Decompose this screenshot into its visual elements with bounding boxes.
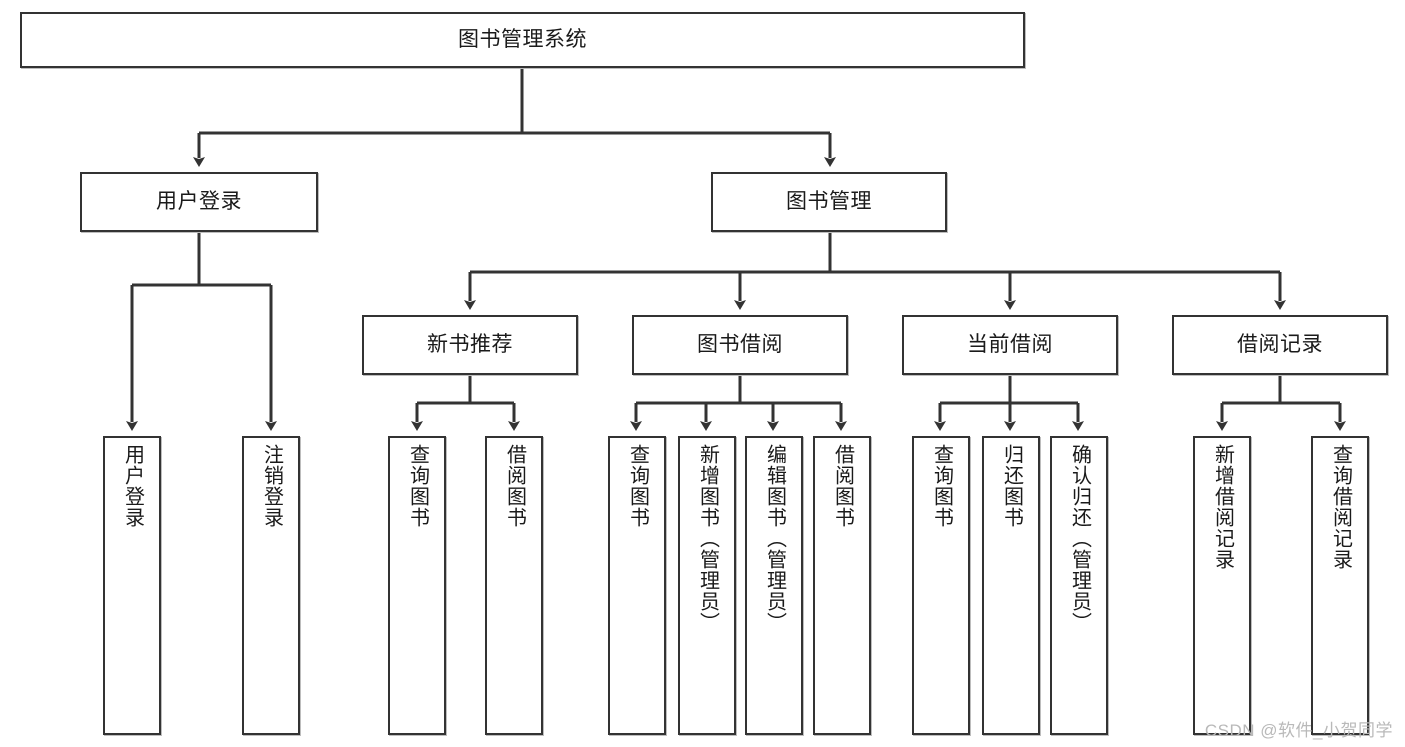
- node-leaf-borrow-book-2[interactable]: 借阅图书: [813, 436, 871, 735]
- node-leaf-edit-book-admin-label: 编辑图书（管理员）: [763, 444, 786, 633]
- node-leaf-edit-book-admin[interactable]: 编辑图书（管理员）: [745, 436, 803, 735]
- node-leaf-logout[interactable]: 注销登录: [242, 436, 300, 735]
- node-user-login[interactable]: 用户登录: [80, 172, 318, 232]
- node-book-manage[interactable]: 图书管理: [711, 172, 947, 232]
- node-leaf-confirm-return-admin-label: 确认归还（管理员）: [1068, 444, 1091, 633]
- node-new-book-rec-label: 新书推荐: [427, 332, 513, 356]
- node-borrow-record-label: 借阅记录: [1237, 332, 1323, 356]
- node-leaf-user-login-label: 用户登录: [121, 444, 144, 528]
- node-leaf-query-book-1-label: 查询图书: [406, 444, 429, 528]
- node-leaf-user-login[interactable]: 用户登录: [103, 436, 161, 735]
- node-leaf-query-book-3[interactable]: 查询图书: [912, 436, 970, 735]
- node-leaf-return-book-label: 归还图书: [1000, 444, 1023, 528]
- node-user-login-label: 用户登录: [156, 189, 242, 213]
- node-leaf-query-book-3-label: 查询图书: [930, 444, 953, 528]
- node-leaf-logout-label: 注销登录: [260, 444, 283, 528]
- node-new-book-rec[interactable]: 新书推荐: [362, 315, 578, 375]
- node-leaf-query-book-2-label: 查询图书: [626, 444, 649, 528]
- node-root[interactable]: 图书管理系统: [20, 12, 1025, 68]
- node-leaf-query-borrow-record-label: 查询借阅记录: [1329, 444, 1352, 570]
- node-leaf-confirm-return-admin[interactable]: 确认归还（管理员）: [1050, 436, 1108, 735]
- watermark-text: CSDN @软件_小贺同学: [1204, 721, 1393, 740]
- node-leaf-add-book-admin[interactable]: 新增图书（管理员）: [678, 436, 736, 735]
- node-leaf-query-book-2[interactable]: 查询图书: [608, 436, 666, 735]
- node-leaf-borrow-book-2-label: 借阅图书: [831, 444, 854, 528]
- node-leaf-query-book-1[interactable]: 查询图书: [388, 436, 446, 735]
- node-book-manage-label: 图书管理: [786, 189, 872, 213]
- node-current-borrow[interactable]: 当前借阅: [902, 315, 1118, 375]
- node-root-label: 图书管理系统: [458, 27, 587, 51]
- node-leaf-query-borrow-record[interactable]: 查询借阅记录: [1311, 436, 1369, 735]
- node-leaf-return-book[interactable]: 归还图书: [982, 436, 1040, 735]
- node-current-borrow-label: 当前借阅: [967, 332, 1053, 356]
- node-leaf-add-borrow-record-label: 新增借阅记录: [1211, 444, 1234, 570]
- node-leaf-borrow-book-1[interactable]: 借阅图书: [485, 436, 543, 735]
- node-leaf-add-book-admin-label: 新增图书（管理员）: [696, 444, 719, 633]
- node-leaf-add-borrow-record[interactable]: 新增借阅记录: [1193, 436, 1251, 735]
- node-leaf-borrow-book-1-label: 借阅图书: [503, 444, 526, 528]
- node-book-borrow-label: 图书借阅: [697, 332, 783, 356]
- node-book-borrow[interactable]: 图书借阅: [632, 315, 848, 375]
- node-borrow-record[interactable]: 借阅记录: [1172, 315, 1388, 375]
